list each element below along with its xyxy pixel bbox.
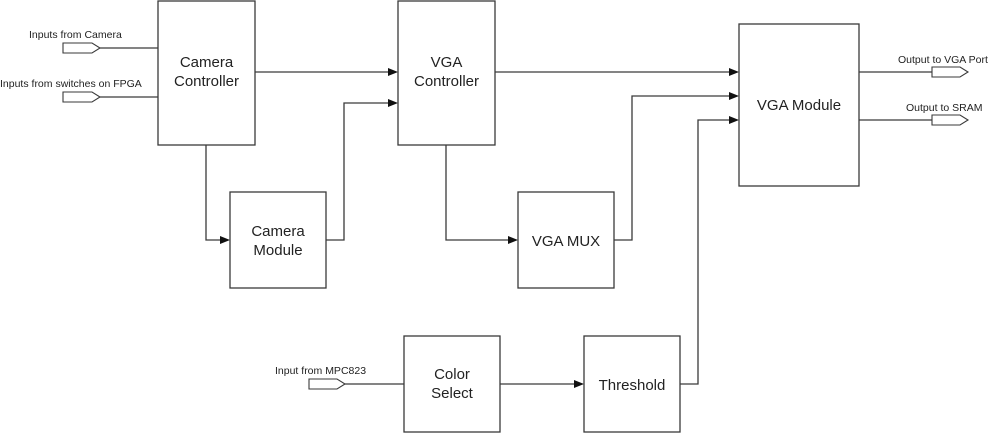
block-vga-controller: VGA Controller — [397, 0, 496, 146]
wire-threshold-to-vgamodule — [680, 119, 729, 385]
block-camera-module: Camera Module — [229, 191, 327, 289]
block-camera-controller: Camera Controller — [157, 0, 256, 146]
block-label: Controller — [414, 73, 479, 90]
port-input-from-mpc823 — [308, 378, 347, 390]
arrowhead — [729, 116, 739, 124]
block-color-select: Color Select — [403, 335, 501, 433]
block-label: VGA — [431, 54, 463, 71]
block-label: VGA MUX — [532, 233, 600, 250]
arrowhead — [220, 236, 230, 244]
arrowheads — [220, 68, 739, 388]
block-label: Controller — [174, 73, 239, 90]
block-vga-mux: VGA MUX — [517, 191, 615, 289]
ports — [62, 42, 970, 390]
block-label: VGA Module — [757, 97, 841, 114]
port-output-to-sram — [931, 114, 970, 126]
block-label: Camera — [251, 223, 305, 240]
block-vga-module: VGA Module — [738, 23, 860, 187]
arrowhead — [574, 380, 584, 388]
label-inputs-from-switches: Inputs from switches on FPGA — [0, 78, 142, 90]
wire-vgactrl-to-vgamux — [445, 145, 508, 241]
block-label: Camera — [180, 54, 234, 71]
label-output-to-vga-port: Output to VGA Port — [898, 54, 988, 66]
port-inputs-from-camera — [62, 42, 102, 54]
label-input-from-mpc823: Input from MPC823 — [275, 365, 366, 377]
block-label: Select — [431, 385, 474, 402]
port-inputs-from-switches — [62, 91, 102, 103]
arrowhead — [388, 99, 398, 107]
block-threshold: Threshold — [583, 335, 681, 433]
wire-cammodule-to-vgactrl — [326, 102, 388, 241]
label-inputs-from-camera: Inputs from Camera — [29, 29, 122, 41]
arrowhead — [388, 68, 398, 76]
wire-camctrl-to-cammodule — [205, 145, 220, 241]
block-label: Threshold — [599, 377, 666, 394]
block-label: Color — [434, 366, 470, 383]
arrowhead — [729, 92, 739, 100]
arrowhead — [508, 236, 518, 244]
port-output-to-vga-port — [931, 66, 970, 78]
wires — [100, 47, 932, 385]
arrowhead — [729, 68, 739, 76]
block-label: Module — [253, 242, 302, 259]
label-output-to-sram: Output to SRAM — [906, 102, 982, 114]
wire-vgamux-to-vgamodule — [614, 95, 729, 241]
